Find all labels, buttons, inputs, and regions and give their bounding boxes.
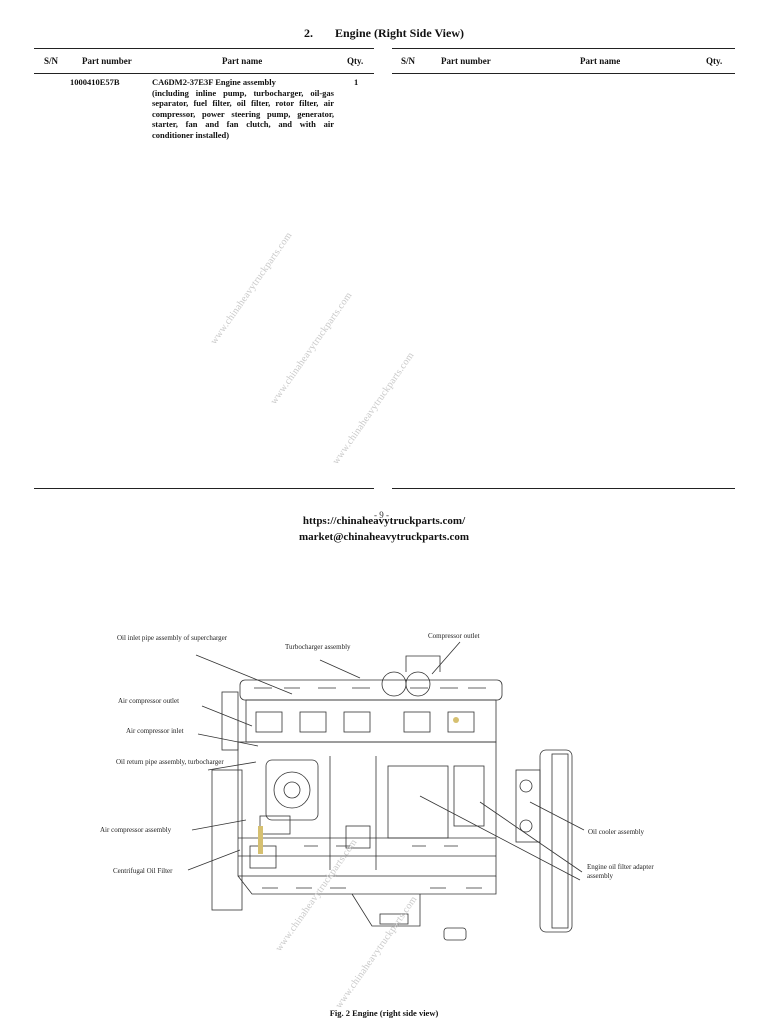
header-part-number-right: Part number bbox=[441, 56, 491, 66]
figure-caption: Fig. 2 Engine (right side view) bbox=[329, 1008, 439, 1018]
table-right-top-rule bbox=[392, 48, 735, 49]
watermark: www.chinaheavytruckparts.com bbox=[208, 230, 295, 347]
header-sn-right: S/N bbox=[401, 56, 416, 66]
row-part-name-head: CA6DM2-37E3F Engine assembly bbox=[152, 77, 276, 87]
row-part-name: CA6DM2-37E3F Engine assembly (including … bbox=[152, 77, 334, 141]
watermark: www.chinaheavytruckparts.com bbox=[268, 290, 355, 407]
table-left-header-rule bbox=[34, 73, 374, 74]
callout-turbocharger: Turbocharger assembly bbox=[285, 643, 351, 651]
callout-air-compressor-inlet: Air compressor inlet bbox=[126, 727, 184, 735]
row-part-number: 1000410E57B bbox=[70, 77, 120, 87]
header-sn-left: S/N bbox=[44, 56, 59, 66]
callout-oil-filter-adapter: Engine oil filter adapter assembly bbox=[587, 863, 654, 880]
section-title: 2. Engine (Right Side View) bbox=[0, 26, 768, 41]
table-left-bottom-rule bbox=[34, 488, 374, 489]
header-qty-left: Qty. bbox=[347, 56, 364, 66]
table-right-bottom-rule bbox=[392, 488, 735, 489]
header-part-name-right: Part name bbox=[580, 56, 621, 66]
row-qty: 1 bbox=[354, 77, 359, 87]
section-number: 2. bbox=[303, 26, 313, 40]
header-part-number-left: Part number bbox=[82, 56, 132, 66]
callout-compressor-outlet: Compressor outlet bbox=[428, 632, 480, 640]
footer-url[interactable]: https://chinaheavytruckparts.com/ bbox=[302, 515, 466, 527]
table-right-header-rule bbox=[392, 73, 735, 74]
callout-oil-return-pipe: Oil return pipe assembly, turbocharger bbox=[116, 758, 224, 766]
callout-oil-inlet-pipe: Oil inlet pipe assembly of supercharger bbox=[117, 634, 228, 642]
callout-centrifugal-oil-filter: Centrifugal Oil Filter bbox=[113, 867, 173, 875]
section-title-text: Engine (Right Side View) bbox=[334, 26, 464, 40]
header-qty-right: Qty. bbox=[706, 56, 723, 66]
header-part-name-left: Part name bbox=[222, 56, 263, 66]
callout-air-compressor-outlet: Air compressor outlet bbox=[118, 697, 180, 705]
row-part-name-detail: (including inline pump, turbocharger, oi… bbox=[152, 87, 334, 140]
footer-email[interactable]: market@chinaheavytruckparts.com bbox=[298, 531, 470, 543]
watermark: www.chinaheavytruckparts.com bbox=[330, 350, 417, 467]
table-left-top-rule bbox=[34, 48, 374, 49]
callout-air-compressor-assembly: Air compressor assembly bbox=[100, 826, 172, 834]
engine-drawing bbox=[187, 641, 585, 941]
callout-oil-cooler: Oil cooler assembly bbox=[588, 828, 644, 836]
page-number: - 9 - bbox=[374, 510, 389, 520]
